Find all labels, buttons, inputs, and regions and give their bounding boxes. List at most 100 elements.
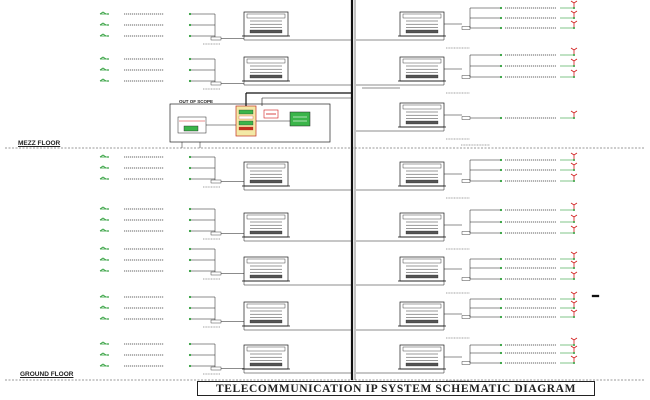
jack-icon: [188, 364, 192, 368]
outlet-node-icon: [107, 270, 109, 272]
jack-icon: [188, 218, 192, 222]
outlet-glyph-icon: [99, 206, 107, 210]
switch-unit: [405, 120, 439, 125]
switch-unit: [405, 230, 439, 235]
outlet-node-icon: [573, 169, 575, 171]
outlet-node-icon: [573, 54, 575, 56]
patch-panel: [210, 366, 222, 371]
patch-panel: [461, 277, 471, 281]
jack-icon: [188, 207, 192, 211]
switch-unit: [249, 74, 283, 79]
cabinet-header: [246, 58, 286, 64]
outlet-glyph-icon: [99, 257, 107, 261]
antenna-icon: [570, 291, 578, 299]
antenna-icon: [570, 152, 578, 160]
outlet-glyph-icon: [99, 316, 107, 320]
jack-icon: [499, 315, 503, 319]
outlet-node-icon: [107, 208, 109, 210]
jack-icon: [188, 229, 192, 233]
antenna-icon: [570, 20, 578, 28]
outlet-glyph-icon: [99, 176, 107, 180]
jack-icon: [188, 155, 192, 159]
outlet-node-icon: [573, 362, 575, 364]
cabinet-header: [246, 303, 286, 309]
outlet-node-icon: [573, 298, 575, 300]
outlet-glyph-icon: [99, 294, 107, 298]
cabinet-header: [246, 163, 286, 169]
outlet-glyph-icon: [99, 22, 107, 26]
outlet-node-icon: [573, 117, 575, 119]
switch-unit: [405, 274, 439, 279]
outlet-glyph-icon: [99, 56, 107, 60]
switch-unit: [249, 362, 283, 367]
jack-icon: [188, 353, 192, 357]
ground-floor-label: GROUND FLOOR: [20, 371, 74, 378]
outlet-node-icon: [573, 258, 575, 260]
outlet-glyph-icon: [99, 78, 107, 82]
outlet-node-icon: [573, 7, 575, 9]
switch-unit: [405, 74, 439, 79]
cabinet-header: [402, 346, 442, 352]
outlet-node-icon: [107, 178, 109, 180]
outlet-node-icon: [107, 318, 109, 320]
jack-icon: [499, 16, 503, 20]
jack-icon: [499, 266, 503, 270]
jack-icon: [499, 257, 503, 261]
switch-unit: [249, 274, 283, 279]
jack-icon: [499, 277, 503, 281]
cabinet-header: [402, 13, 442, 19]
outlet-glyph-icon: [99, 352, 107, 356]
jack-icon: [188, 12, 192, 16]
switch-unit: [249, 179, 283, 184]
antenna-icon: [570, 10, 578, 18]
jack-icon: [188, 68, 192, 72]
antenna-icon: [570, 173, 578, 181]
outlet-node-icon: [573, 232, 575, 234]
antenna-icon: [570, 0, 578, 8]
jack-icon: [499, 64, 503, 68]
outlet-node-icon: [107, 35, 109, 37]
outlet-node-icon: [573, 307, 575, 309]
patch-panel: [210, 271, 222, 276]
jack-icon: [499, 361, 503, 365]
cabinet-header: [246, 13, 286, 19]
jack-icon: [499, 116, 503, 120]
out-of-scope-label: OUT OF SCOPE: [179, 99, 214, 104]
outlet-node-icon: [107, 307, 109, 309]
jack-icon: [188, 317, 192, 321]
outlet-node-icon: [573, 27, 575, 29]
outlet-node-icon: [107, 80, 109, 82]
outlet-glyph-icon: [99, 154, 107, 158]
outlet-glyph-icon: [99, 67, 107, 71]
outlet-glyph-icon: [99, 228, 107, 232]
jack-icon: [188, 34, 192, 38]
switch-unit: [405, 29, 439, 34]
outlet-node-icon: [573, 17, 575, 19]
antenna-icon: [570, 69, 578, 77]
antenna-icon: [570, 162, 578, 170]
jack-icon: [188, 177, 192, 181]
outlet-node-icon: [573, 278, 575, 280]
jack-icon: [499, 220, 503, 224]
jack-icon: [499, 351, 503, 355]
rack-unit-green: [238, 120, 254, 126]
jack-icon: [499, 179, 503, 183]
outlet-glyph-icon: [99, 363, 107, 367]
patch-panel: [210, 81, 222, 86]
cabinet-header: [402, 303, 442, 309]
outlet-glyph-icon: [99, 165, 107, 169]
green-panel: [289, 111, 311, 127]
jack-icon: [499, 26, 503, 30]
patch-panel: [461, 315, 471, 319]
jack-icon: [499, 231, 503, 235]
outlet-node-icon: [107, 365, 109, 367]
jack-icon: [188, 306, 192, 310]
outlet-node-icon: [573, 159, 575, 161]
patch-panel: [210, 231, 222, 236]
outlet-node-icon: [573, 76, 575, 78]
jack-icon: [188, 79, 192, 83]
patch-panel: [210, 319, 222, 324]
switch-unit: [249, 230, 283, 235]
antenna-icon: [570, 300, 578, 308]
jack-icon: [188, 342, 192, 346]
